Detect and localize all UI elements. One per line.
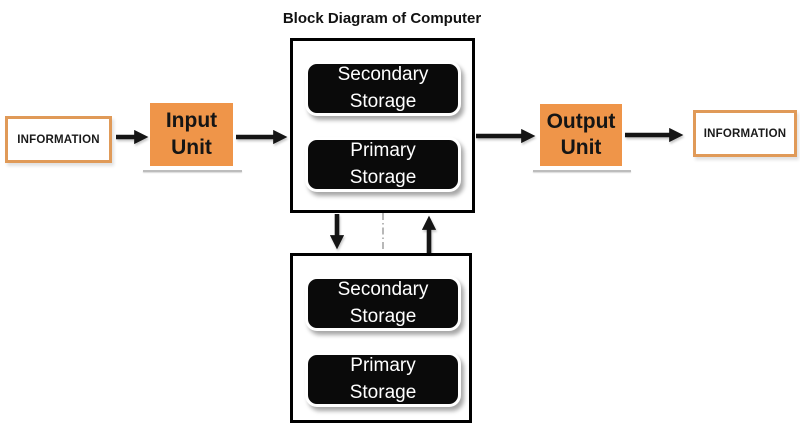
primary-storage-bottom-label: Primary Storage <box>349 354 417 403</box>
secondary-storage-bottom-label: Secondary Storage <box>337 278 429 327</box>
storage-unit-bottom-box: Secondary Storage Primary Storage <box>290 253 472 423</box>
primary-storage-top-box: Primary Storage <box>305 137 461 192</box>
primary-storage-top-label: Primary Storage <box>349 139 417 188</box>
output-unit-box: Output Unit <box>533 104 631 172</box>
information-input-box: INFORMATION <box>5 116 112 163</box>
input-unit-box: Input Unit <box>143 103 242 172</box>
information-output-label: INFORMATION <box>703 127 787 140</box>
input-unit-label: Input Unit <box>165 109 218 159</box>
storage-unit-top-box: Secondary Storage Primary Storage <box>290 38 475 213</box>
information-output-box: INFORMATION <box>693 110 797 157</box>
output-unit-label: Output Unit <box>546 109 616 159</box>
diagram-title: Block Diagram of Computer <box>282 10 482 27</box>
secondary-storage-bottom-box: Secondary Storage <box>305 276 461 331</box>
information-input-label: INFORMATION <box>17 133 100 146</box>
secondary-storage-top-label: Secondary Storage <box>337 63 429 112</box>
primary-storage-bottom-box: Primary Storage <box>305 352 461 407</box>
secondary-storage-top-box: Secondary Storage <box>305 61 461 116</box>
